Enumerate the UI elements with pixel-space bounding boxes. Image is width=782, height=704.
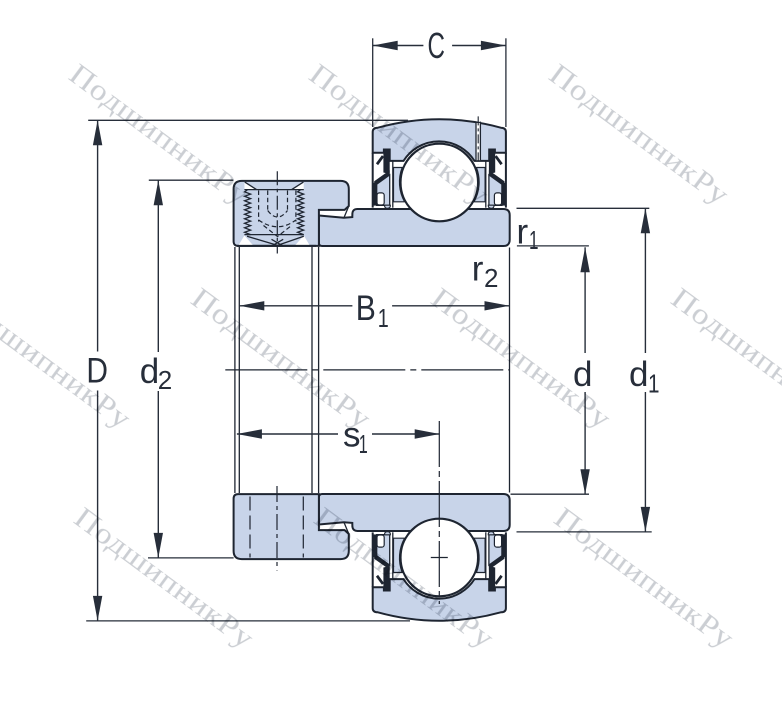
svg-text:d: d: [573, 355, 592, 394]
svg-text:2: 2: [484, 263, 498, 293]
svg-text:d: d: [629, 355, 648, 394]
svg-text:r: r: [517, 212, 529, 251]
svg-text:1: 1: [648, 369, 660, 399]
svg-text:s: s: [343, 416, 361, 455]
svg-text:1: 1: [378, 303, 389, 333]
svg-text:1: 1: [529, 225, 539, 255]
svg-text:D: D: [86, 352, 108, 391]
svg-text:2: 2: [158, 365, 172, 395]
svg-text:B: B: [356, 289, 376, 328]
svg-text:1: 1: [359, 429, 368, 459]
svg-text:d: d: [140, 352, 159, 391]
svg-text:C: C: [428, 25, 445, 66]
svg-text:r: r: [472, 250, 484, 289]
